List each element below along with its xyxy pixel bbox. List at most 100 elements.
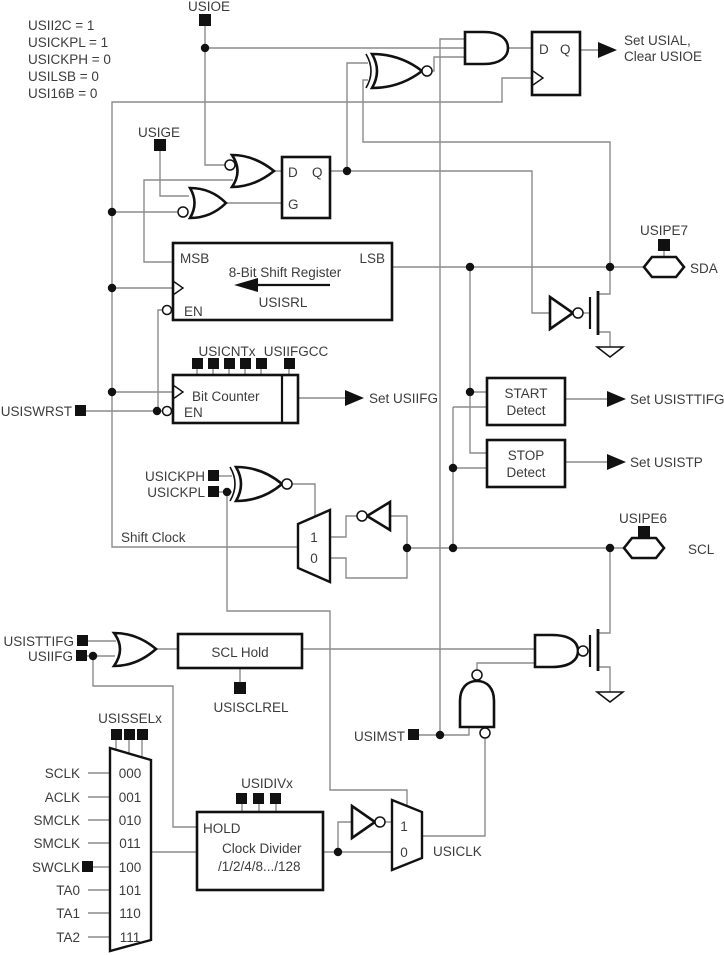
wire-div-to-inv3 bbox=[337, 821, 352, 852]
junction bbox=[107, 283, 117, 293]
usige-bit bbox=[154, 139, 166, 151]
wire-latch-q bbox=[330, 170, 550, 314]
set-usial-arrowhead bbox=[598, 42, 617, 58]
junction bbox=[448, 543, 458, 553]
xnor-arbitration-gate bbox=[369, 52, 425, 90]
clock-source-name: TA1 bbox=[56, 906, 80, 921]
label-usickph: USICKPH bbox=[145, 469, 205, 484]
xnor-clock-input-arc bbox=[229, 466, 236, 502]
junction bbox=[448, 463, 458, 473]
label-mux1-zero: 0 bbox=[310, 551, 318, 566]
usimst-bit bbox=[408, 729, 419, 740]
shift-direction-arrowhead bbox=[234, 278, 258, 292]
label-mux1-one: 1 bbox=[310, 530, 318, 545]
usisselx-bit bbox=[111, 729, 122, 740]
sda-ground-symbol bbox=[594, 346, 626, 358]
label-scl: SCL bbox=[688, 542, 715, 557]
scl-polarity-mux bbox=[296, 508, 332, 584]
label-stop-1: STOP bbox=[508, 448, 545, 463]
wire-xnor2-to-mux bbox=[292, 483, 316, 516]
stop-detect-box bbox=[485, 438, 567, 489]
junction bbox=[465, 262, 475, 272]
master-clock-nand-gate bbox=[458, 679, 496, 729]
wire-sr-en bbox=[157, 309, 162, 411]
clock-source-code: 010 bbox=[119, 813, 142, 828]
clock-source-code: 000 bbox=[119, 766, 142, 781]
clock-source-code: 101 bbox=[119, 883, 142, 898]
wire-usioe-vertical bbox=[204, 26, 225, 166]
usiclk-mux bbox=[390, 798, 424, 872]
usiclk-inverter-bubble bbox=[374, 816, 386, 828]
label-set-usistp: Set USISTP bbox=[630, 455, 703, 470]
junction bbox=[342, 166, 352, 176]
config-flag: USICKPH = 0 bbox=[28, 52, 111, 67]
junction bbox=[107, 207, 117, 217]
dq-latch bbox=[280, 155, 332, 220]
label-sr-msb: MSB bbox=[180, 251, 209, 266]
wire-msb-feedback bbox=[143, 179, 233, 263]
sda-inverter-bubble bbox=[572, 307, 584, 319]
set-usisttifg-arrowhead bbox=[607, 391, 626, 407]
scl-hold-box bbox=[176, 632, 304, 670]
scl-pin-hexagon bbox=[622, 536, 666, 560]
junction bbox=[605, 543, 615, 553]
usickph-bit bbox=[208, 470, 219, 481]
usipe6-bit bbox=[638, 526, 650, 538]
usisttifg-bit bbox=[77, 635, 88, 646]
junction bbox=[333, 847, 343, 857]
usisclrel-bit bbox=[234, 682, 246, 694]
junction bbox=[88, 651, 98, 661]
or-gate-interrupt bbox=[111, 631, 158, 668]
label-usisclrel: USISCLREL bbox=[213, 700, 289, 715]
shift-register-box bbox=[171, 241, 394, 322]
sr-clock-triangle bbox=[172, 280, 185, 296]
clock-source-name: SMCLK bbox=[33, 836, 80, 851]
label-ff-d: D bbox=[539, 42, 549, 57]
wire-scl-drain bbox=[598, 548, 611, 634]
label-stop-2: Detect bbox=[506, 465, 545, 480]
label-ff-q: Q bbox=[560, 42, 571, 57]
label-usipe6: USIPE6 bbox=[619, 511, 667, 526]
label-set-usial-1: Set USIAL, bbox=[624, 33, 691, 48]
wire-usickpl-select bbox=[226, 492, 408, 806]
label-usisttifg: USISTTIFG bbox=[4, 634, 75, 649]
output-arrows bbox=[345, 42, 626, 470]
label-sr-en: EN bbox=[184, 304, 203, 319]
usidivx-bit bbox=[270, 793, 281, 804]
usidivx-bit bbox=[236, 793, 247, 804]
wire-scl-source bbox=[598, 666, 611, 692]
usisselx-bit bbox=[137, 729, 148, 740]
clock-source-name: TA0 bbox=[56, 883, 80, 898]
bc-en-bubble bbox=[161, 405, 173, 417]
bc-clock-triangle bbox=[172, 384, 185, 400]
label-usiswrst: USISWRST bbox=[1, 404, 72, 419]
wire-usiclk-out bbox=[422, 739, 486, 837]
usipe7-bit bbox=[658, 239, 670, 251]
usicnt-bit bbox=[224, 358, 235, 369]
master-nand-in-bubble bbox=[479, 727, 491, 739]
wire-shift-clock-trunk bbox=[111, 77, 533, 548]
scl-inverter-bubble bbox=[356, 510, 368, 522]
label-bit-counter: Bit Counter bbox=[192, 389, 260, 404]
and-gate bbox=[463, 30, 510, 66]
junction bbox=[435, 730, 445, 740]
dq-flipflop bbox=[530, 30, 582, 97]
set-usiifg-arrowhead bbox=[345, 390, 364, 406]
start-detect-box bbox=[485, 376, 567, 427]
or2-input-bubble bbox=[177, 206, 189, 218]
label-usioe: USIOE bbox=[188, 0, 230, 14]
label-usisselx: USISSELx bbox=[98, 711, 162, 726]
clock-source-code: 011 bbox=[119, 836, 141, 851]
label-divider-ratios: /1/2/4/8.../128 bbox=[218, 859, 301, 874]
control-bit-squares bbox=[75, 14, 670, 872]
scl-output-nand-gate bbox=[533, 633, 580, 669]
label-usicntx: USICNTx bbox=[199, 344, 256, 359]
clock-source-code: 111 bbox=[120, 930, 141, 945]
label-usiifg: USIIFG bbox=[28, 649, 73, 664]
sr-en-bubble bbox=[161, 304, 173, 316]
wire-sda-source bbox=[598, 331, 611, 347]
usiifgcc-bit bbox=[284, 358, 295, 369]
clock-source-name: SWCLK bbox=[32, 860, 80, 875]
scl-inverter bbox=[364, 499, 392, 533]
